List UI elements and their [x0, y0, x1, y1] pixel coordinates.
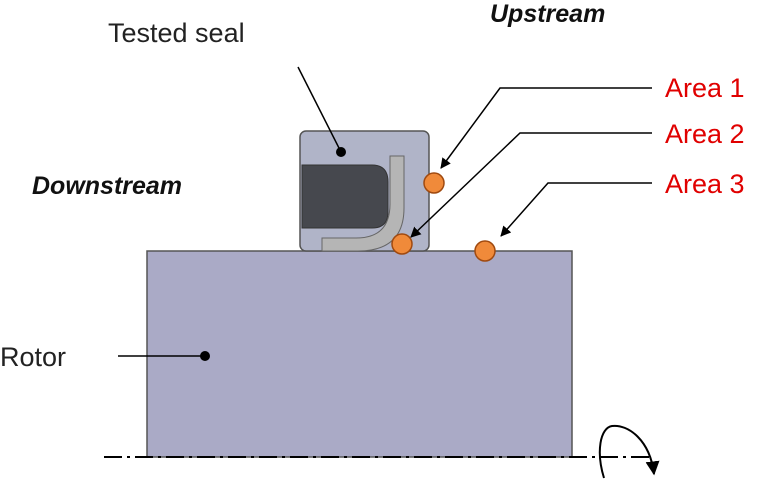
tested-seal-label: Tested seal: [108, 18, 245, 48]
area-2-leader: [410, 132, 652, 238]
area-3-marker: [474, 240, 496, 262]
rotor-label: Rotor: [0, 342, 66, 372]
downstream-label: Downstream: [32, 172, 182, 200]
rotor-body: [146, 250, 573, 458]
area-2-marker: [391, 233, 413, 255]
rotor-dot: [200, 351, 210, 361]
tested-seal-dot: [336, 147, 346, 157]
tested-seal-leader: [297, 66, 341, 151]
area-3-leader: [500, 182, 652, 237]
area-1-marker: [423, 172, 445, 194]
seal-lip: [321, 155, 405, 252]
rotation-arrow-icon: [598, 424, 660, 479]
seal-inner-body: [301, 164, 389, 229]
area-1-label: Area 1: [665, 73, 745, 103]
upstream-label: Upstream: [490, 0, 605, 28]
area-1-leader: [440, 87, 652, 169]
area-2-label: Area 2: [665, 119, 745, 149]
area-3-label: Area 3: [665, 169, 745, 199]
